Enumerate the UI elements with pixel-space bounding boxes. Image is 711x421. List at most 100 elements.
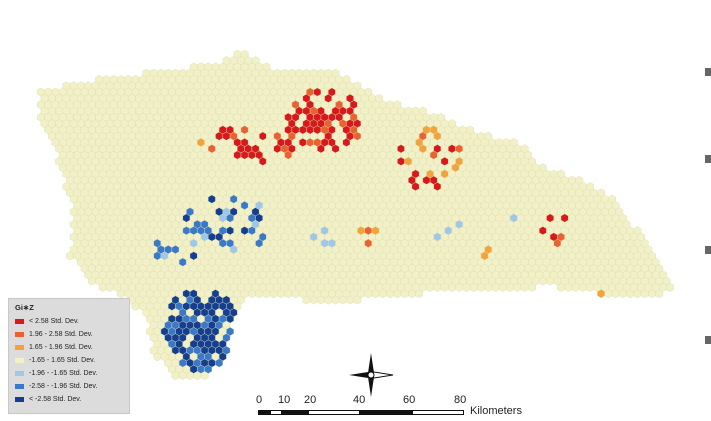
hex-cell [433, 282, 442, 292]
hex-cell [415, 289, 423, 299]
legend-label: < -2.58 Std. Dev. [29, 396, 82, 403]
hex-cell [455, 282, 463, 292]
hex-cell [302, 295, 311, 305]
legend-label: -1.65 - 1.65 Std. Dev. [29, 357, 96, 364]
hex-cell [131, 301, 140, 311]
legend-item: 1.96 - 2.58 Std. Dev. [15, 328, 123, 341]
hex-cell [284, 289, 293, 299]
hex-cell [440, 282, 449, 292]
legend-swatch [15, 397, 24, 402]
scale-segment [412, 410, 464, 415]
hex-cell [386, 289, 394, 299]
hex-cell [178, 371, 187, 381]
map-legend: Gi∗Z < 2.58 Std. Dev. 1.96 - 2.58 Std. D… [8, 298, 130, 414]
hex-cell [513, 282, 522, 292]
scale-segment [282, 410, 308, 415]
hex-cell [98, 282, 107, 292]
hex-cell [309, 295, 318, 305]
hex-cell [506, 282, 514, 292]
hex-cell [66, 251, 74, 261]
hex-cell [611, 289, 620, 299]
hex-cell [353, 295, 362, 305]
hex-cell [491, 282, 500, 292]
scale-tick-label: 0 [256, 394, 263, 406]
hex-cell [477, 282, 485, 292]
legend-title: Gi∗Z [15, 303, 34, 312]
hex-cell [153, 352, 162, 362]
legend-swatch [15, 319, 24, 324]
hex-cell [564, 282, 573, 292]
hex-cell [393, 289, 402, 299]
legend-label: 1.96 - 2.58 Std. Dev. [29, 331, 93, 338]
legend-label: -2.58 - -1.96 Std. Dev. [29, 383, 98, 390]
legend-swatch [15, 345, 24, 350]
hex-cell [462, 282, 471, 292]
scale-tick-label: 10 [278, 394, 291, 406]
hex-cell [277, 289, 285, 299]
hex-cell [106, 282, 114, 292]
hex-cell [269, 289, 278, 299]
hex-cell [364, 289, 373, 299]
hex-cell [317, 295, 325, 305]
hex-cell [255, 289, 263, 299]
hex-cell [186, 371, 194, 381]
hex-cell [640, 289, 649, 299]
hex-cell [193, 371, 202, 381]
legend-item: -2.58 - -1.96 Std. Dev. [15, 380, 123, 393]
scale-segment [270, 410, 282, 415]
hex-cell [648, 289, 656, 299]
legend-label: 1.65 - 1.96 Std. Dev. [29, 344, 93, 351]
hex-cell [339, 295, 347, 305]
hex-cell [597, 289, 605, 299]
legend-swatch [15, 384, 24, 389]
hex-cell [604, 289, 613, 299]
scale-segment [360, 410, 412, 415]
hex-cell [215, 358, 224, 368]
hex-cell [291, 289, 300, 299]
hex-cell [247, 289, 256, 299]
frame-tick [705, 68, 711, 76]
hex-cell [262, 289, 271, 299]
hex-grid [37, 49, 674, 381]
scale-tick-label: 40 [353, 394, 366, 406]
frame-tick [705, 246, 711, 254]
hex-cell [666, 282, 674, 292]
hex-cell [331, 295, 340, 305]
scale-bar: 0 10 20 40 60 80 Kilometers [256, 394, 558, 418]
frame-tick [705, 336, 711, 344]
legend-swatch [15, 358, 24, 363]
hex-cell [557, 282, 565, 292]
legend-item: 1.65 - 1.96 Std. Dev. [15, 341, 123, 354]
hex-cell [200, 371, 209, 381]
hex-cell [520, 282, 529, 292]
hex-cell [171, 371, 180, 381]
scale-segment [258, 410, 270, 415]
hex-cell [87, 276, 96, 286]
scale-segment [308, 410, 360, 415]
hex-cell [539, 276, 547, 286]
hex-cell [400, 289, 409, 299]
scale-units: Kilometers [470, 405, 522, 417]
hex-cell [346, 295, 354, 305]
hex-cell [579, 282, 587, 292]
legend-label: -1.96 - -1.65 Std. Dev. [29, 370, 98, 377]
hex-cell [371, 289, 380, 299]
hex-cell [499, 282, 507, 292]
scale-tick-label: 20 [304, 394, 317, 406]
hex-cell [655, 289, 664, 299]
legend-item: -1.96 - -1.65 Std. Dev. [15, 367, 123, 380]
hex-cell [619, 289, 627, 299]
hex-cell [546, 276, 554, 286]
hex-cell [408, 289, 416, 299]
hex-cell [633, 289, 642, 299]
scale-tick-label: 60 [403, 394, 416, 406]
legend-item: -1.65 - 1.65 Std. Dev. [15, 354, 123, 367]
legend-label: < 2.58 Std. Dev. [29, 318, 79, 325]
hex-cell [117, 289, 125, 299]
hex-cell [469, 282, 478, 292]
hex-cell [528, 282, 536, 292]
hex-cell [626, 289, 634, 299]
legend-swatch [15, 371, 24, 376]
hex-cell [324, 295, 333, 305]
